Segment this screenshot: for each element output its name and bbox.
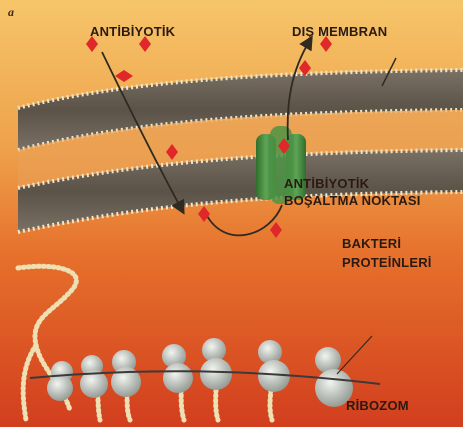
- panel-letter: a: [8, 5, 14, 20]
- efflux-pump-label-line1: ANTİBİYOTİK: [284, 176, 369, 191]
- efflux-pump-label-line2: BOŞALTMA NOKTASI: [284, 193, 421, 208]
- ribosome-label: RİBOZOM: [346, 398, 409, 413]
- antibiotic-label: ANTİBİYOTİK: [90, 24, 175, 39]
- bacterial-proteins-label-line1: BAKTERİ: [342, 236, 401, 251]
- bacterial-proteins-label-line2: PROTEİNLERİ: [342, 255, 432, 270]
- outer-membrane-label: DIŞ MEMBRAN: [292, 24, 387, 39]
